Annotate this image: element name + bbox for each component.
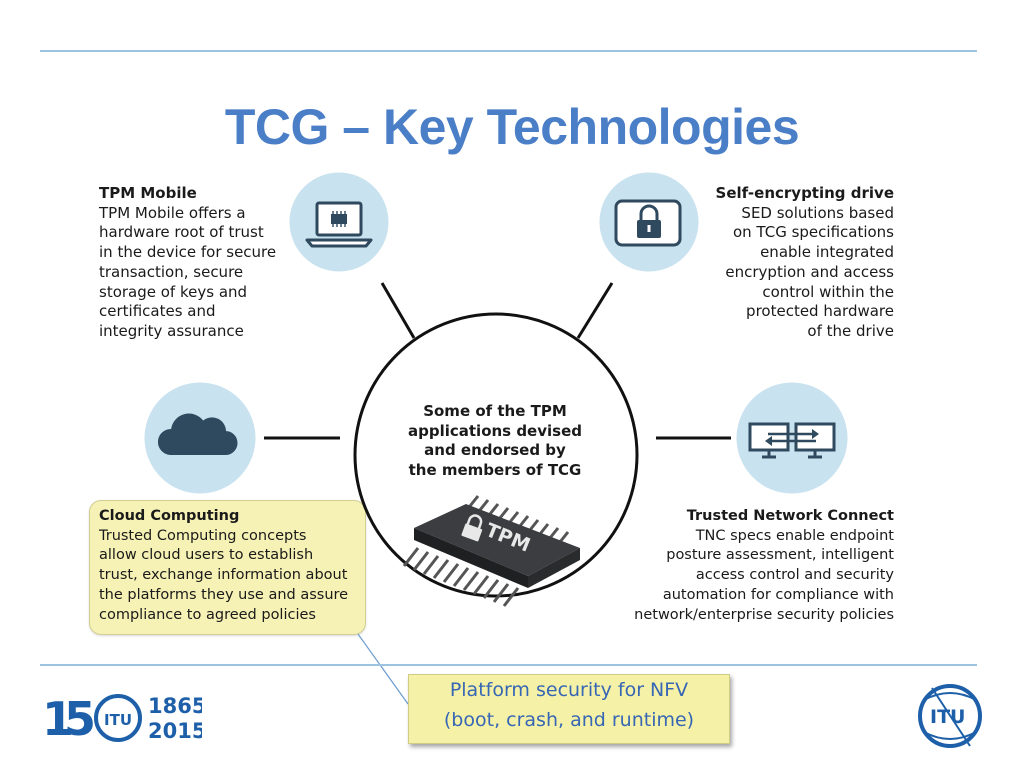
tpm-mobile-block: TPM Mobile TPM Mobile offers a hardware … xyxy=(99,184,299,342)
padlock-icon xyxy=(596,169,702,275)
emblem-itu-text: ITU xyxy=(930,706,965,728)
connector-tpm-mobile xyxy=(380,282,416,339)
callout-leader-line xyxy=(357,633,409,705)
sed-heading: Self-encrypting drive xyxy=(715,184,894,202)
svg-text:1: 1 xyxy=(42,692,74,744)
logo-years-top: 1865 xyxy=(148,694,202,718)
cloud-icon xyxy=(141,379,259,497)
cloud-computing-block: Cloud Computing Trusted Computing concep… xyxy=(99,507,361,625)
tpm-mobile-heading: TPM Mobile xyxy=(99,184,197,202)
center-label: Some of the TPM applications devised and… xyxy=(407,402,582,480)
logo-years-bottom: 2015 xyxy=(148,719,202,743)
cloud-highlight-box xyxy=(89,500,366,635)
tpm-mobile-text: TPM Mobile offers a hardware root of tru… xyxy=(99,203,277,340)
tnc-block: Trusted Network Connect TNC specs enable… xyxy=(608,507,894,625)
tnc-text: TNC specs enable endpoint posture assess… xyxy=(634,527,894,623)
tpm-chip-icon: TPM xyxy=(402,495,580,607)
itu-emblem-logo: ITU xyxy=(918,684,982,748)
sed-text: SED solutions based on TCG specification… xyxy=(725,203,894,340)
logo-itu-text: ITU xyxy=(104,711,132,729)
page-title: TCG – Key Technologies xyxy=(224,99,800,155)
cloud-heading: Cloud Computing xyxy=(99,508,240,524)
connector-sed xyxy=(576,282,614,339)
laptop-icon xyxy=(286,169,392,275)
nfv-callout: Platform security for NFV (boot, crash, … xyxy=(408,674,730,744)
top-rule xyxy=(40,50,977,52)
svg-text:5: 5 xyxy=(64,692,96,744)
callout-line-1: Platform security for NFV xyxy=(449,679,689,701)
itu-150-logo: 1 5 ITU 1865 2015 xyxy=(42,692,202,744)
tnc-heading: Trusted Network Connect xyxy=(686,508,894,524)
callout-line-2: (boot, crash, and runtime) xyxy=(443,709,695,731)
bottom-rule xyxy=(40,664,977,666)
sed-block: Self-encrypting drive SED solutions base… xyxy=(694,184,894,342)
network-monitors-icon xyxy=(733,379,851,497)
cloud-text: Trusted Computing concepts allow cloud u… xyxy=(99,527,349,623)
